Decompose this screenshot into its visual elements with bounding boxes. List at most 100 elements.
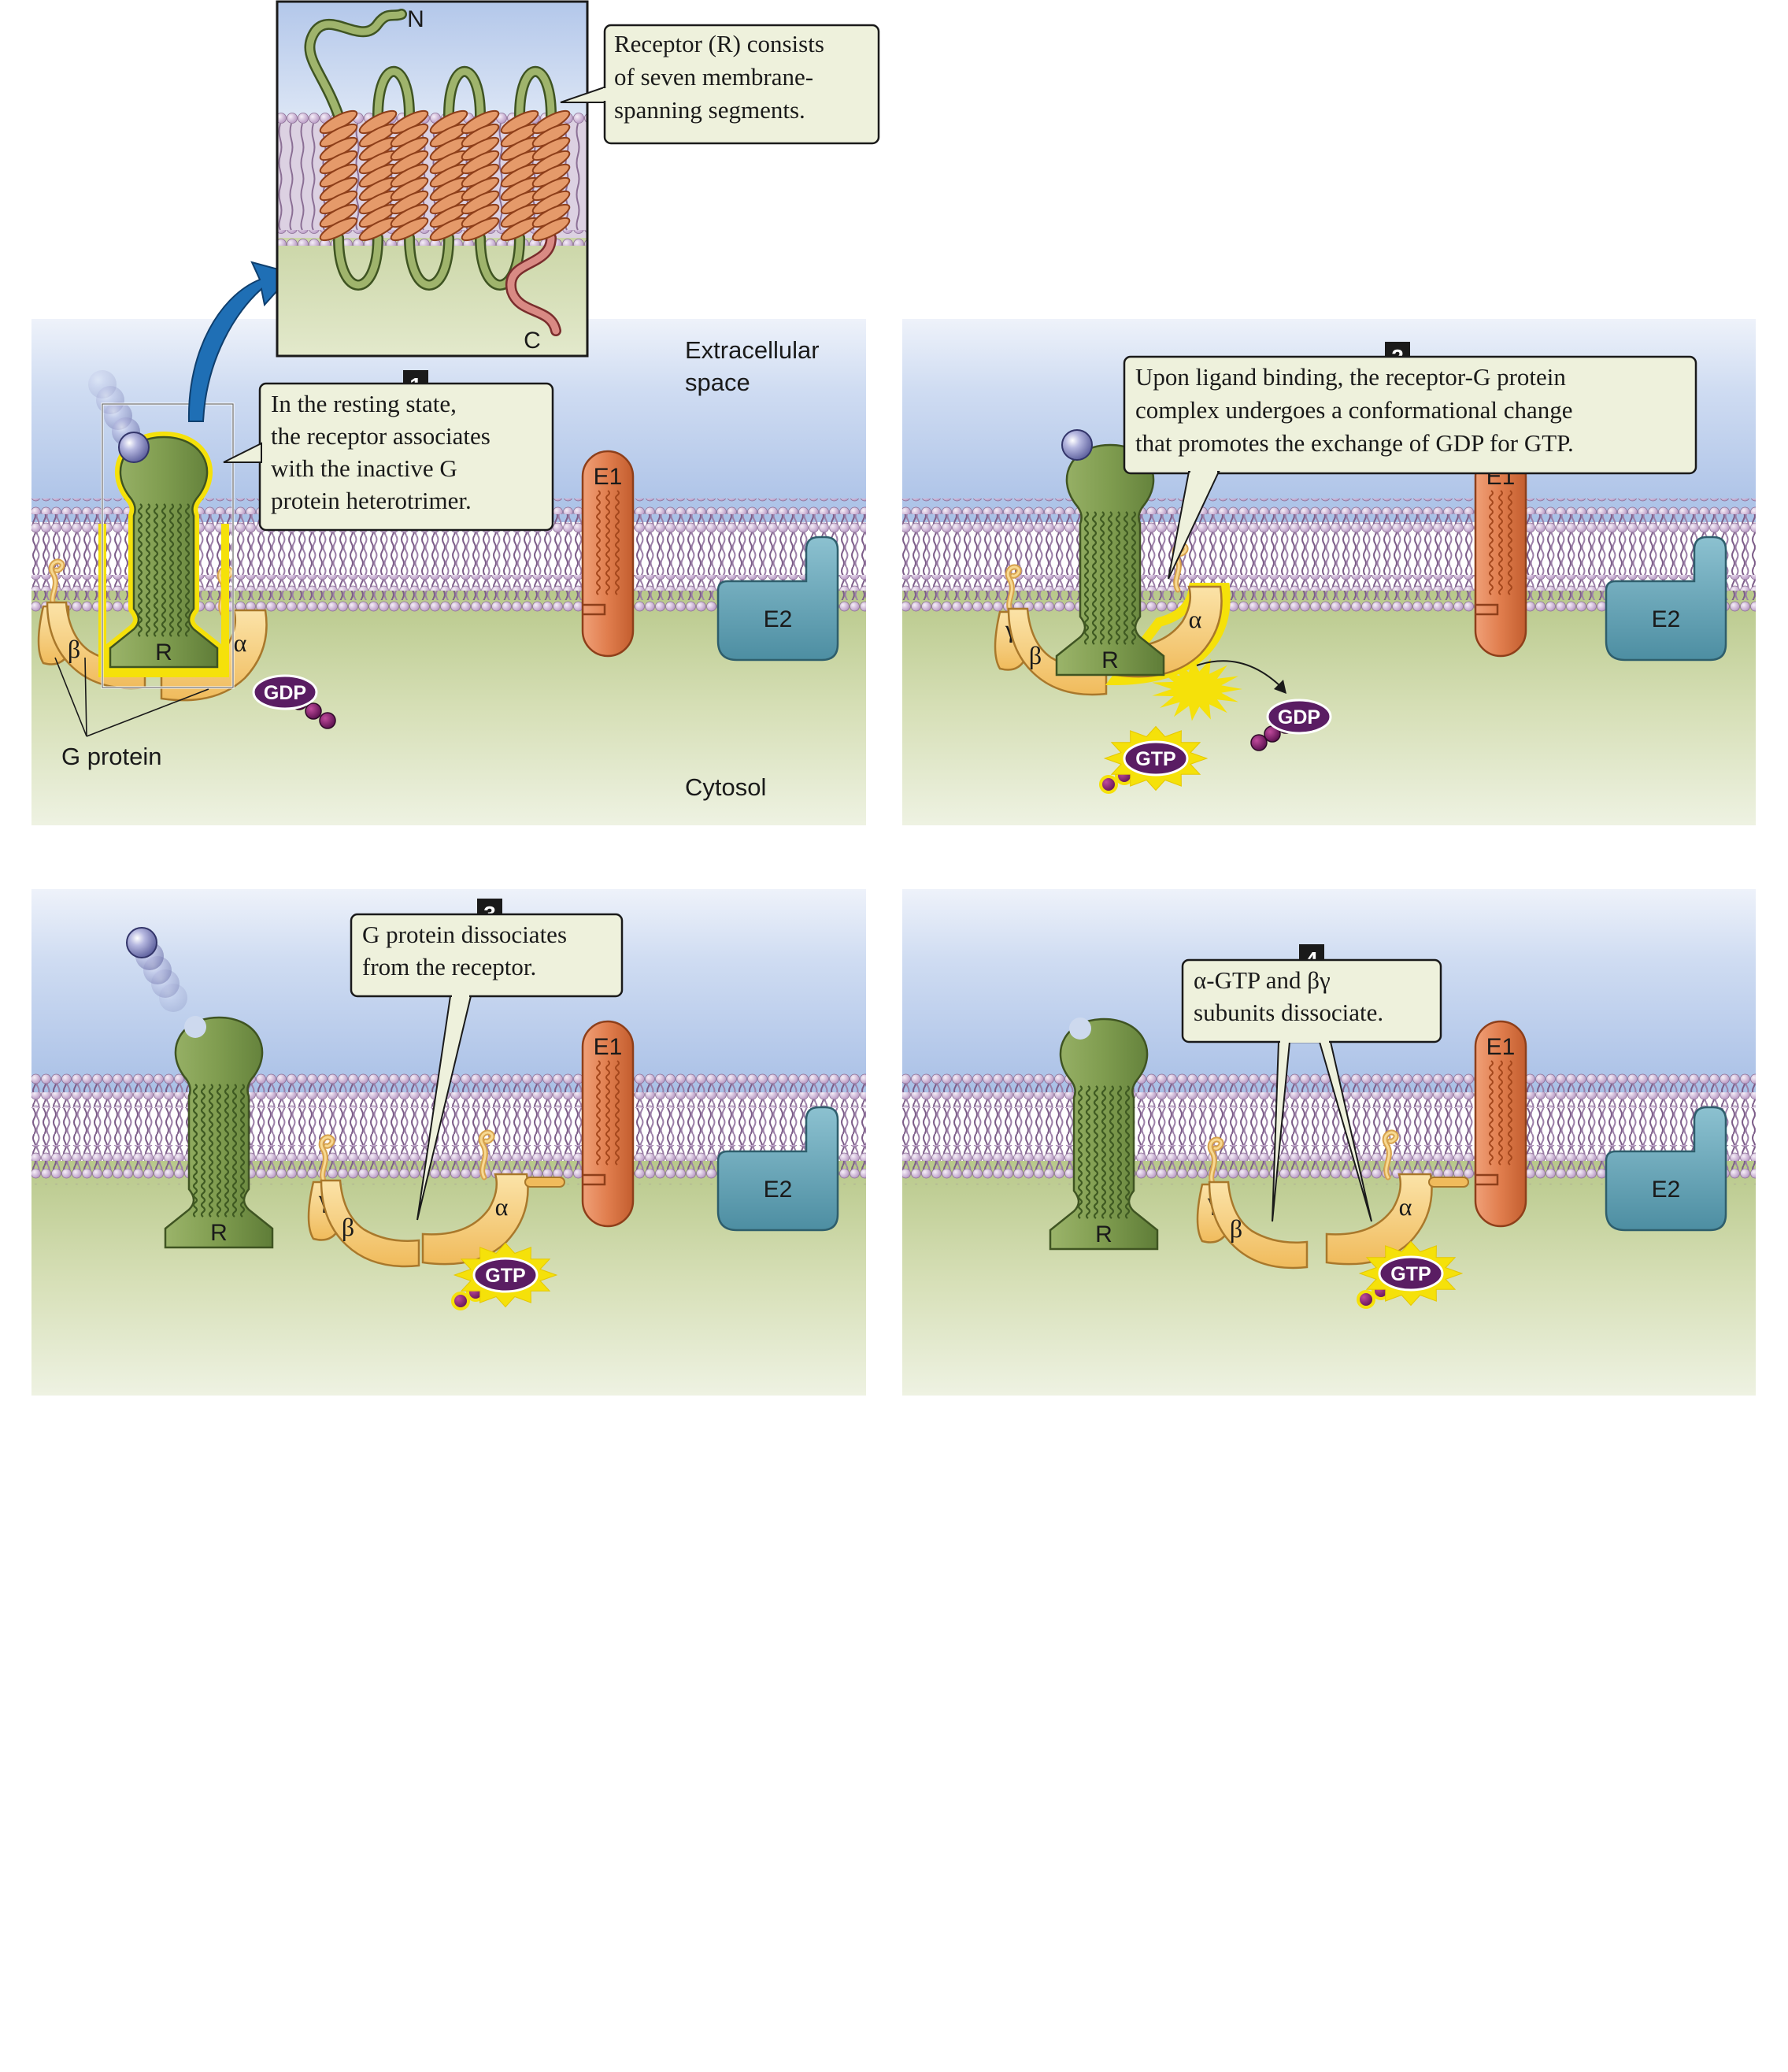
caption-3-line: from the receptor. (362, 953, 536, 980)
inset-tail (300, 123, 305, 231)
inset-caption-line: of seven membrane- (614, 63, 813, 91)
cytosol-label: Cytosol (685, 773, 766, 801)
receptor-helix (1085, 1085, 1091, 1219)
ligand-binding-notch (184, 1016, 206, 1038)
effector-e2 (1605, 1106, 1727, 1232)
inset-n-terminus (305, 10, 405, 120)
effector-e2 (716, 1106, 839, 1232)
receptor-helix (145, 503, 151, 637)
inset-tail (576, 123, 580, 231)
helix-turn (390, 217, 429, 242)
receptor-helix (168, 503, 175, 637)
receptor-helix (1099, 511, 1105, 645)
callout-pointer (223, 442, 262, 463)
alpha-label: α (1399, 1192, 1412, 1221)
n-terminus-label: N (407, 6, 424, 32)
receptor-helix (216, 1084, 222, 1218)
receptor-helix (1123, 511, 1129, 645)
beta-label: β (1029, 641, 1042, 669)
nucleotide-badge (252, 674, 318, 710)
caption-3 (350, 913, 624, 998)
nucleotide-badge (1123, 740, 1189, 777)
c-terminus-label: C (524, 328, 541, 354)
caption-2 (1123, 355, 1697, 475)
lipid-anchor-core (1006, 565, 1020, 613)
nucleotide-badge (472, 1257, 539, 1293)
inset-caption (603, 24, 880, 145)
ligand (126, 927, 157, 958)
e1-helix (615, 1060, 620, 1166)
receptor-label: R (210, 1220, 228, 1246)
e2-label: E2 (1652, 1177, 1681, 1203)
inset-frame (276, 0, 589, 358)
beta-label: β (1230, 1214, 1242, 1243)
lipid-anchor-core (320, 1136, 334, 1184)
helix-turn (461, 217, 500, 242)
receptor-helix (239, 1084, 246, 1218)
g-protein-label: G protein (61, 743, 162, 770)
phosphate-bead (451, 1292, 470, 1310)
receptor-helix (137, 503, 143, 637)
e1-helix (1489, 1060, 1494, 1166)
e1-helix (1508, 490, 1512, 595)
caption-1-line: with the inactive G (271, 454, 457, 482)
lipid-anchor-core (479, 1131, 494, 1179)
inset-tail (498, 123, 503, 231)
e1-helix (1508, 1060, 1512, 1166)
receptor-helix (184, 503, 191, 637)
receptor-helix (192, 1084, 198, 1218)
e1-label: E1 (594, 1034, 623, 1060)
zoom-arrow (187, 261, 294, 422)
receptor-helix (1115, 511, 1121, 645)
inset-helix-4 (429, 109, 468, 242)
inset-helix-6 (500, 109, 539, 242)
inset-tail (289, 123, 294, 231)
e2-label: E2 (1652, 606, 1681, 632)
inset-helix-3 (390, 109, 429, 242)
receptor-helix (1093, 1085, 1099, 1219)
membrane-outer-heads-2 (902, 1092, 1756, 1108)
e1-helix (596, 490, 601, 595)
e1-helix (1498, 490, 1503, 595)
nucleotide-label: GDP (1278, 706, 1320, 728)
inset-c-terminus (507, 234, 560, 335)
receptor-helix (1107, 511, 1113, 645)
exchange-burst (1152, 657, 1242, 721)
inset-loop (405, 234, 453, 289)
alpha-label: α (234, 628, 247, 657)
inset-tail (278, 123, 283, 231)
e1-label: E1 (594, 464, 623, 490)
receptor-helix (208, 1084, 214, 1218)
gdp-release-arrowhead (1274, 680, 1286, 694)
helix-turn (319, 217, 358, 242)
receptor-helix (224, 1084, 230, 1218)
e1-label: E1 (1486, 1034, 1516, 1060)
inset-caption-line: spanning segments. (614, 96, 805, 124)
panel-2: γβαRE1E2GDPGTP2Upon ligand binding, the … (902, 319, 1756, 825)
beta-label: β (342, 1213, 354, 1241)
ligand-binding-notch (1069, 1017, 1091, 1040)
receptor-helix (153, 503, 159, 637)
membrane-outer-heads-2 (31, 1092, 866, 1108)
e1-helix (615, 490, 620, 595)
membrane-inner-heads-2 (31, 575, 866, 591)
beta-subunit (320, 1179, 420, 1268)
effector-e2 (1605, 536, 1727, 662)
receptor-helix (1091, 511, 1098, 645)
e1-helix (605, 1060, 610, 1166)
caption-4-line: subunits dissociate. (1194, 999, 1383, 1026)
inset-loop (335, 234, 382, 289)
helix-turn (531, 217, 571, 242)
zoom-frame-outline (102, 403, 234, 688)
nucleotide-label: GTP (485, 1265, 525, 1287)
inset-extracellular (277, 2, 587, 116)
receptor-helix (1083, 511, 1090, 645)
extracellular-label-2: space (685, 369, 750, 396)
membrane-outer-heads-2 (902, 522, 1756, 538)
nucleotide-label: GDP (264, 682, 306, 704)
e2-label: E2 (764, 1177, 793, 1203)
